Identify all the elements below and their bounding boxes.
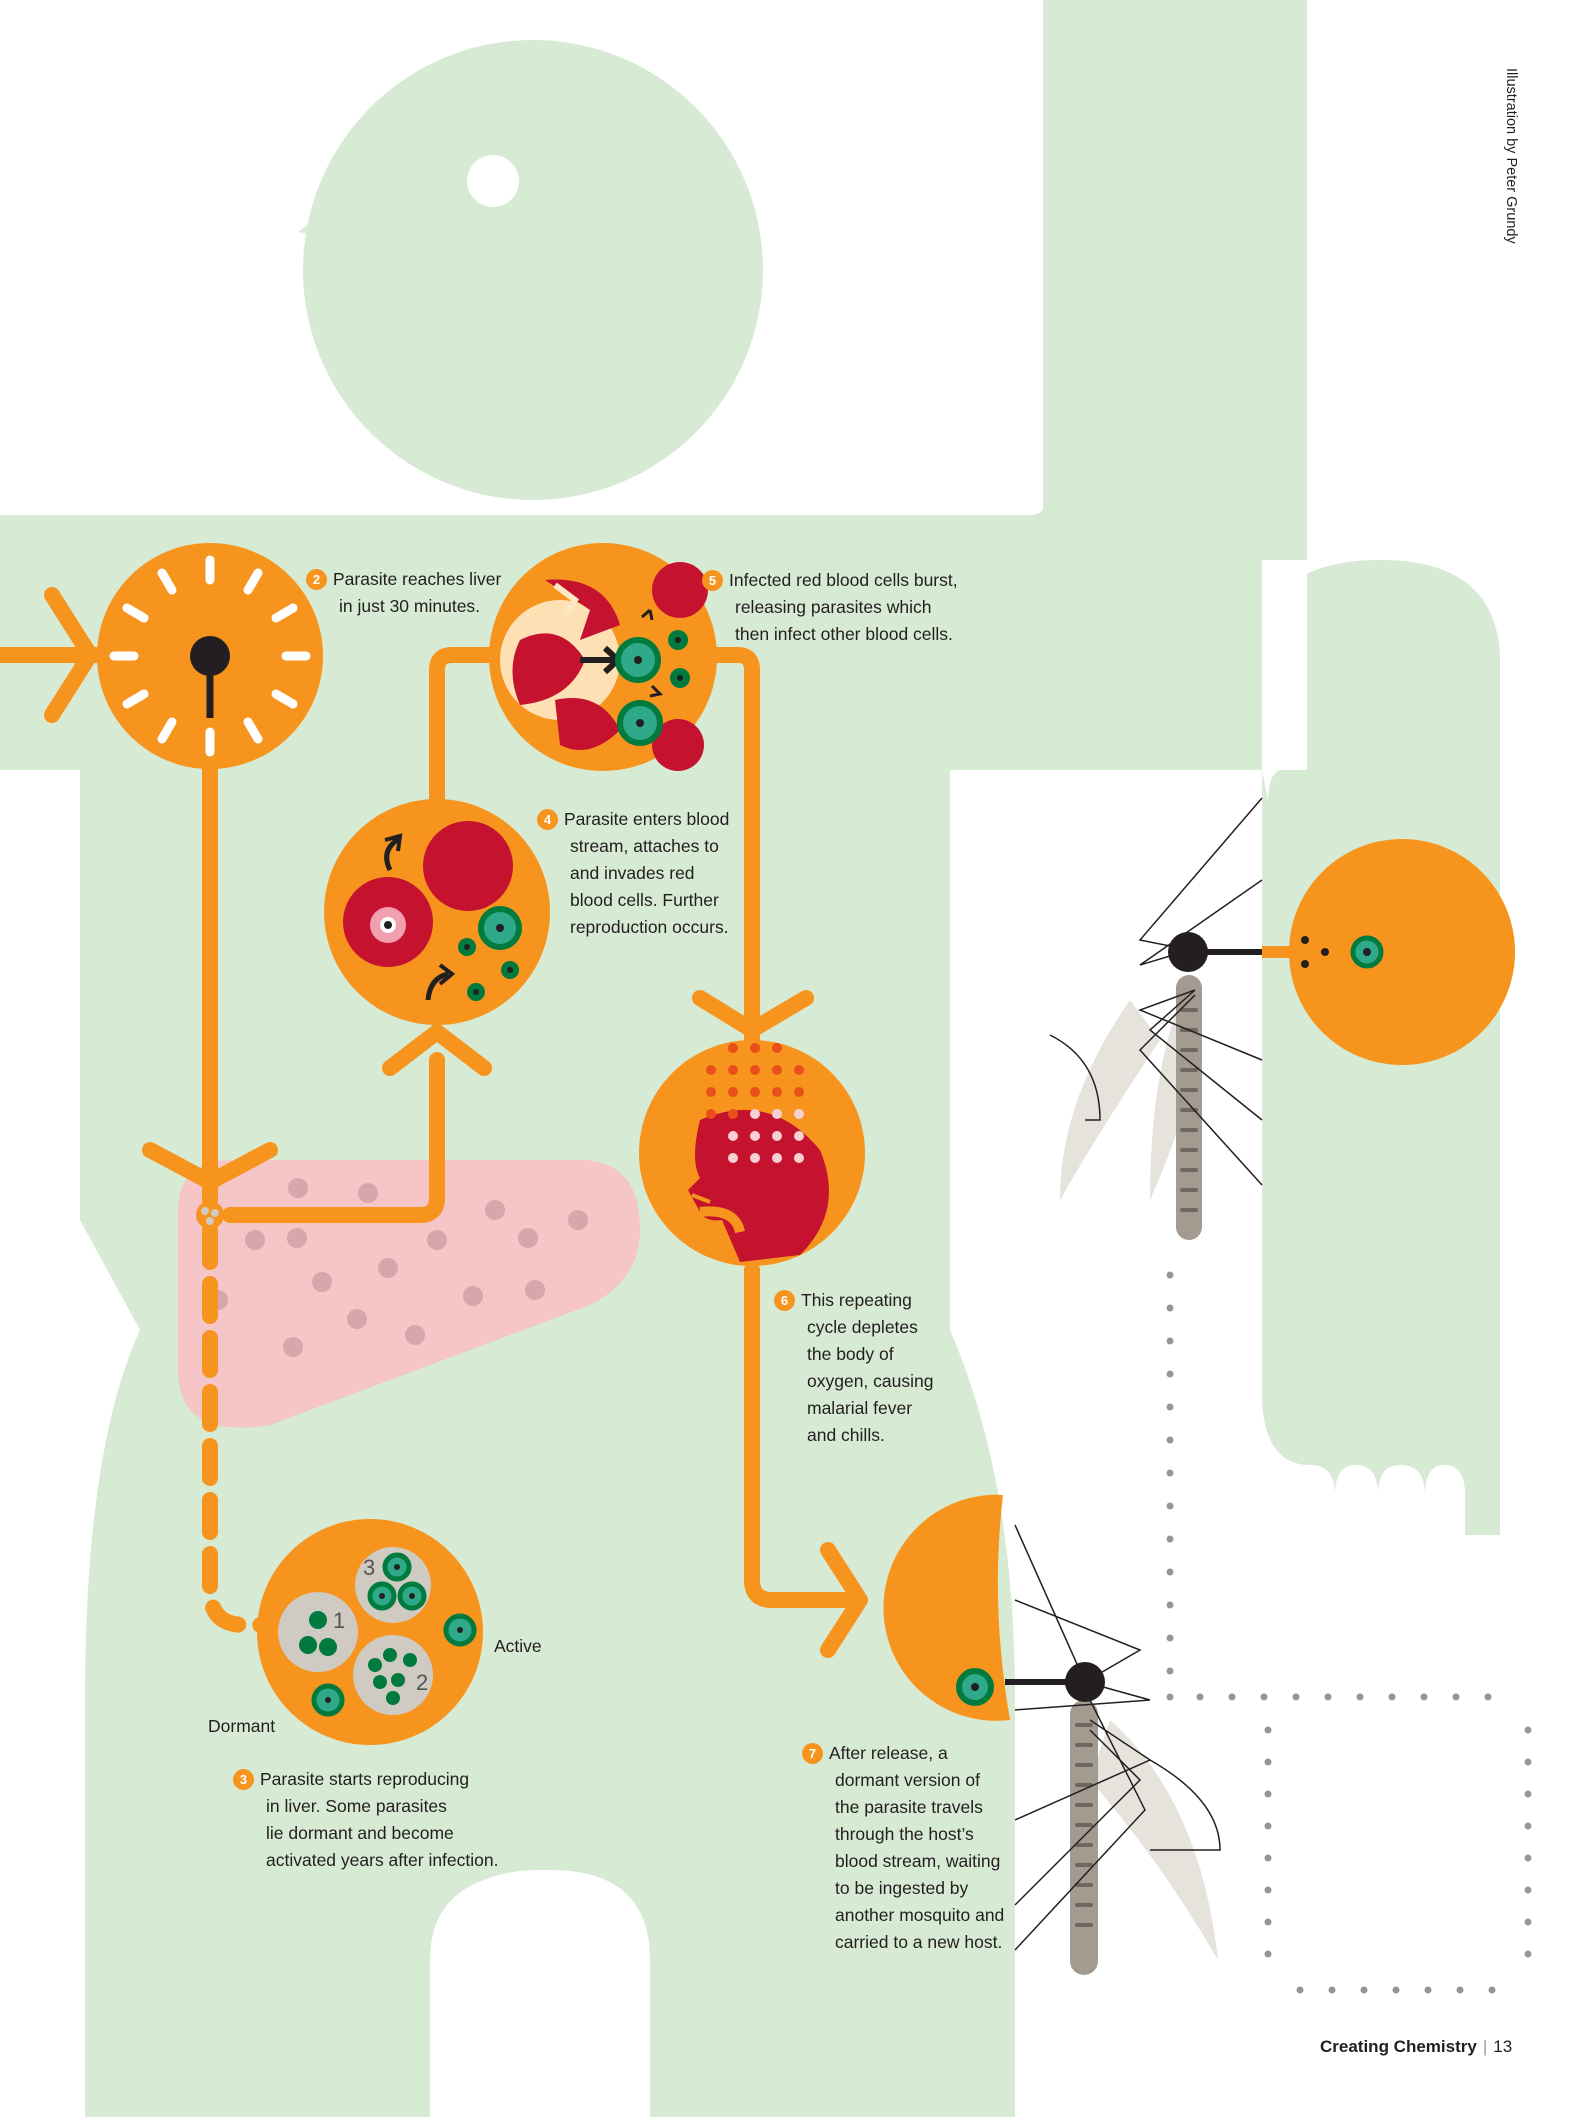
caption-line: carried to a new host. [835,1929,1002,1956]
caption-line: then infect other blood cells. [735,621,953,648]
oxygen-face-icon [639,1040,865,1266]
active-label: Active [494,1636,542,1657]
dormant-label: Dormant [208,1716,275,1737]
page-footer: Creating Chemistry | 13 [1320,2037,1512,2057]
cluster-number: 1 [333,1608,345,1633]
step-number-badge: 6 [774,1290,795,1311]
caption-line: releasing parasites which [735,594,932,621]
caption-line: Parasite starts reproducing [260,1769,469,1789]
caption-line: Parasite enters blood [564,809,729,829]
cluster-number: 2 [416,1670,428,1695]
caption-line: Parasite reaches liver [333,569,501,589]
caption-line: blood cells. Further [570,887,719,914]
caption-line: in liver. Some parasites [266,1793,447,1820]
mosquito-bottom [1005,1525,1220,1975]
red-blood-cells-icon [324,799,550,1025]
caption-line: and chills. [807,1422,885,1449]
burst-cells-icon [489,543,717,771]
crotch-cutout [430,1870,650,2117]
eye [467,155,519,207]
caption-line: blood stream, waiting [835,1848,1000,1875]
publication-name: Creating Chemistry [1320,2037,1477,2056]
caption-line: cycle depletes [807,1314,918,1341]
caption-line: dormant version of [835,1767,980,1794]
caption-line: oxygen, causing [807,1368,933,1395]
illustration-credit: Illustration by Peter Grundy [1503,68,1519,244]
caption-line: Infected red blood cells burst, [729,570,958,590]
page-number: 13 [1493,2037,1512,2056]
step-number-badge: 4 [537,809,558,830]
caption-line: activated years after infection. [266,1847,498,1874]
caption-line: and invades red [570,860,695,887]
caption-line: the parasite travels [835,1794,983,1821]
caption-line: stream, attaches to [570,833,719,860]
caption-line: to be ingested by [835,1875,968,1902]
caption-line: This repeating [801,1290,912,1310]
caption-line: malarial fever [807,1395,912,1422]
caption-line: reproduction occurs. [570,914,729,941]
clock-icon [97,543,323,769]
step-number-badge: 7 [802,1743,823,1764]
footer-separator: | [1483,2037,1487,2056]
caption-line: through the host’s [835,1821,974,1848]
caption-line: in just 30 minutes. [339,593,480,620]
caption-line: After release, a [829,1743,948,1763]
caption-line: the body of [807,1341,894,1368]
step-number-badge: 2 [306,569,327,590]
mosquito-top [1050,798,1270,1240]
caption-line: lie dormant and become [266,1820,454,1847]
cluster-number: 3 [363,1555,375,1580]
step-number-badge: 5 [702,570,723,591]
caption-line: another mosquito and [835,1902,1004,1929]
step-number-badge: 3 [233,1769,254,1790]
